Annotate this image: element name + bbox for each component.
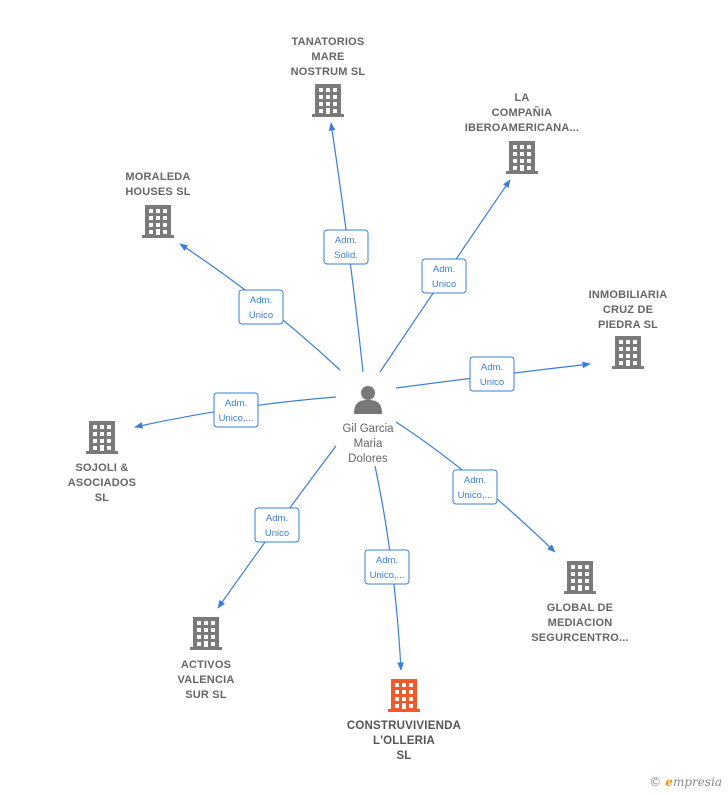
company-label-moraleda[interactable]: MORALEDA	[125, 171, 190, 183]
company-label-sojoli[interactable]: SL	[95, 492, 110, 504]
building-icon[interactable]	[612, 336, 644, 369]
company-label-moraleda[interactable]: HOUSES SL	[125, 186, 190, 198]
building-icon[interactable]	[142, 205, 174, 238]
company-label-inmobiliaria[interactable]: INMOBILIARIA	[589, 289, 668, 301]
role-badge-sojoli: Adm. Unico,...	[213, 392, 259, 428]
company-label-inmobiliaria[interactable]: PIEDRA SL	[598, 319, 658, 331]
role-text: Adm.	[266, 513, 288, 524]
role-text: Adm.	[481, 362, 503, 373]
person-name-line: Maria	[354, 438, 383, 450]
company-label-activos[interactable]: VALENCIA	[177, 674, 234, 686]
company-label-la-compania[interactable]: IBEROAMERICANA...	[465, 122, 580, 134]
role-text: Unico,...	[370, 570, 405, 581]
person-icon[interactable]	[354, 386, 382, 414]
building-icon[interactable]	[564, 561, 596, 594]
role-text: Adm.	[464, 475, 486, 486]
role-text: Adm.	[376, 555, 398, 566]
building-icon[interactable]	[86, 421, 118, 454]
role-text: Unico	[432, 279, 456, 290]
role-text: Adm.	[225, 398, 247, 409]
company-label-tanatorios[interactable]: NOSTRUM SL	[291, 66, 366, 78]
company-label-global[interactable]: GLOBAL DE	[547, 602, 613, 614]
role-text: Unico,...	[219, 413, 254, 424]
company-label-activos[interactable]: ACTIVOS	[181, 659, 231, 671]
company-label-inmobiliaria[interactable]: CRUZ DE	[603, 304, 653, 316]
company-label-sojoli[interactable]: SOJOLI &	[76, 462, 129, 474]
brand-initial: e	[665, 775, 673, 789]
company-label-global[interactable]: MEDIACION	[548, 617, 613, 629]
company-label-construvivienda[interactable]: CONSTRUVIVIENDA	[347, 720, 461, 732]
company-label-tanatorios[interactable]: MARE	[311, 51, 344, 63]
company-label-global[interactable]: SEGURCENTRO...	[531, 632, 629, 644]
company-label-la-compania[interactable]: COMPAÑIA	[492, 106, 553, 119]
company-label-sojoli[interactable]: ASOCIADOS	[68, 477, 136, 489]
role-text: Adm.	[335, 235, 357, 246]
role-badge-moraleda: Adm. Unico	[238, 289, 284, 325]
building-icon[interactable]	[388, 679, 420, 712]
role-badge-tanatorios: Adm. Solid.	[323, 229, 369, 265]
person-name-line: Dolores	[348, 453, 388, 465]
building-icon[interactable]	[506, 141, 538, 174]
role-text: Adm.	[433, 264, 455, 275]
role-text: Unico,...	[458, 490, 493, 501]
company-label-construvivienda[interactable]: SL	[396, 750, 411, 762]
company-label-tanatorios[interactable]: TANATORIOS	[292, 36, 365, 48]
role-text: Solid.	[334, 250, 358, 261]
person-name-line: Gil Garcia	[342, 423, 394, 435]
role-badge-activos: Adm. Unico	[254, 507, 300, 543]
company-label-la-compania[interactable]: LA	[514, 92, 529, 104]
role-text: Adm.	[250, 295, 272, 306]
company-label-activos[interactable]: SUR SL	[185, 689, 227, 701]
brand-name: mpresia	[672, 775, 722, 789]
role-badge-la-compania: Adm. Unico	[421, 258, 467, 294]
role-text: Unico	[249, 310, 273, 321]
company-label-construvivienda[interactable]: L'OLLERIA	[373, 735, 435, 747]
footer-brand: ©empresia	[649, 775, 722, 789]
role-badge-construvivienda: Adm. Unico,...	[364, 549, 410, 585]
role-text: Unico	[265, 528, 289, 539]
building-icon[interactable]	[190, 617, 222, 650]
role-badge-inmobiliaria: Adm. Unico	[469, 356, 515, 392]
role-badge-global: Adm. Unico,...	[452, 469, 498, 505]
building-icon[interactable]	[312, 84, 344, 117]
role-text: Unico	[480, 377, 504, 388]
copyright-icon: ©	[649, 775, 662, 789]
